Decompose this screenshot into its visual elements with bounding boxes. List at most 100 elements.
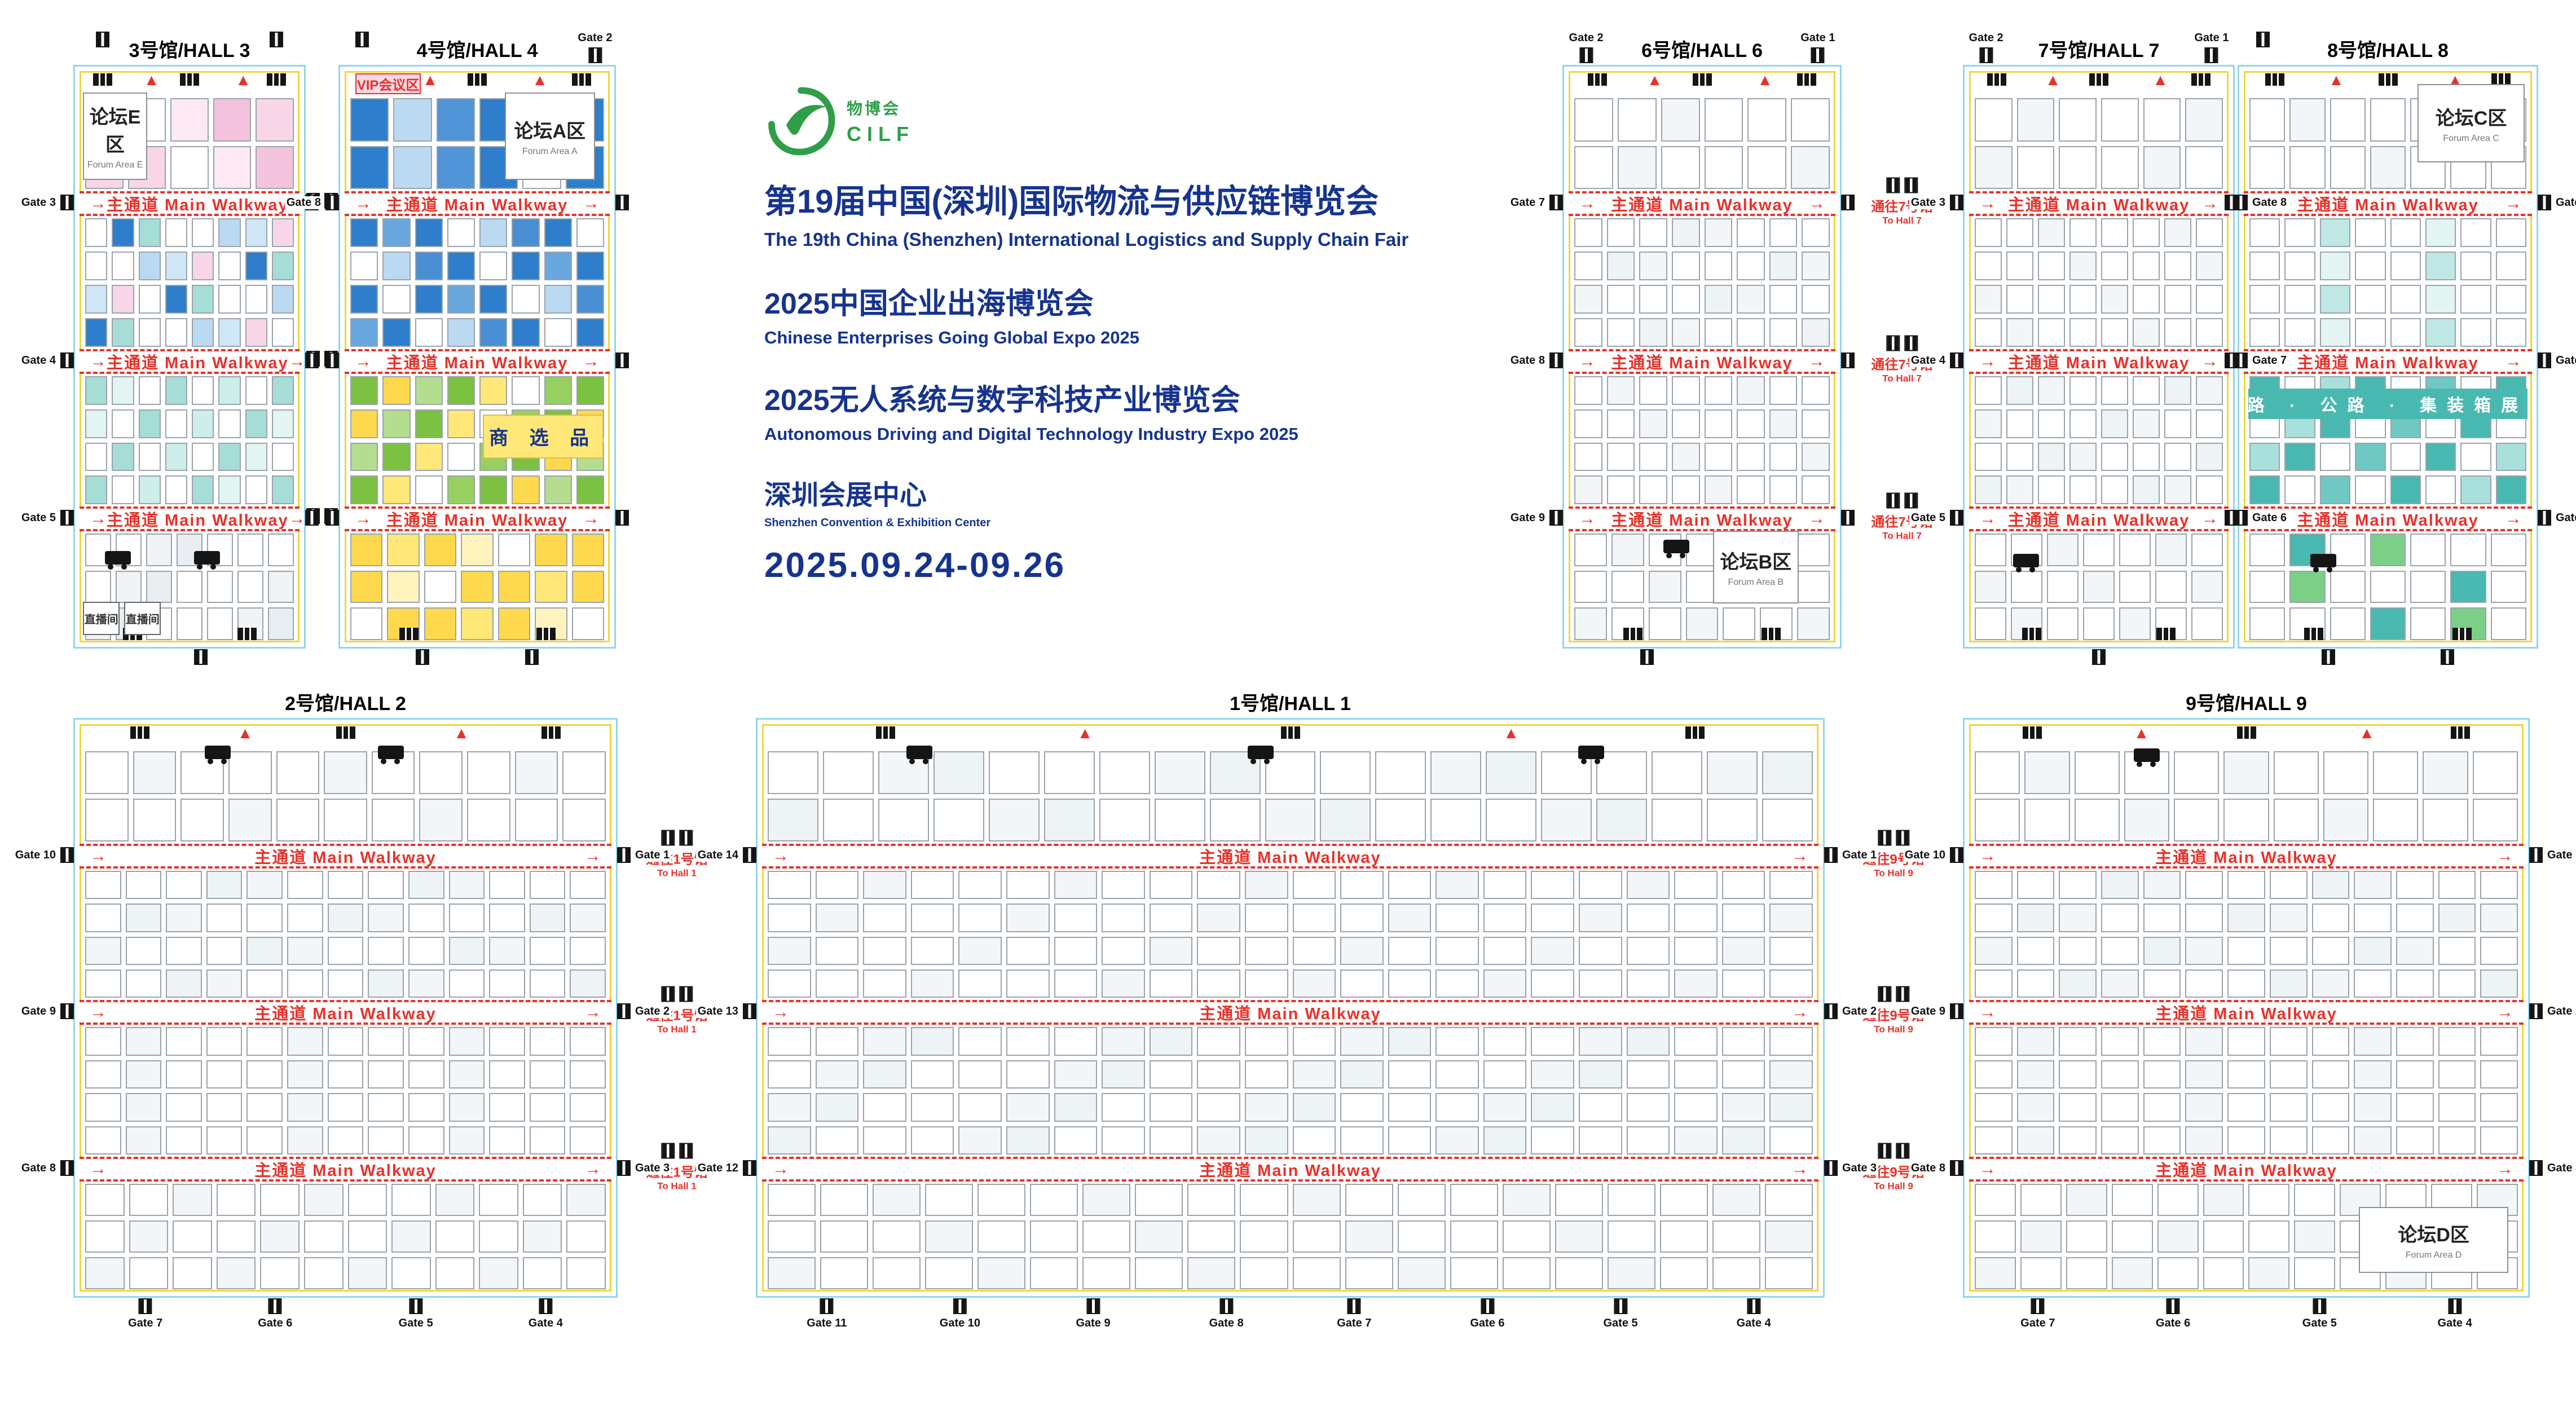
booth bbox=[2143, 1027, 2181, 1056]
walkway-arrow-icon: → bbox=[584, 1003, 601, 1021]
booth bbox=[1102, 1126, 1145, 1154]
booth bbox=[2311, 871, 2350, 900]
gate: Gate 4 bbox=[1734, 1298, 1773, 1330]
forum-label-en: Forum Area B bbox=[1728, 578, 1784, 587]
main-walkway: →主通道 Main Walkway→ bbox=[345, 191, 610, 216]
booth bbox=[1054, 969, 1098, 998]
booth bbox=[1082, 1257, 1131, 1289]
gate-label: Gate 8 bbox=[19, 1161, 58, 1175]
booth bbox=[2203, 1257, 2244, 1289]
gate: Gate 5 bbox=[19, 510, 74, 526]
booth bbox=[2101, 98, 2139, 142]
booth bbox=[1244, 1093, 1288, 1122]
booth bbox=[958, 1060, 1002, 1089]
booth bbox=[1292, 1257, 1341, 1289]
booth bbox=[1149, 1060, 1193, 1089]
gate-label: Gate 3 bbox=[19, 196, 58, 209]
gate-label: Gate 2 bbox=[1840, 1004, 1879, 1018]
booth bbox=[1099, 799, 1150, 841]
booth-section bbox=[1975, 98, 2223, 189]
booth bbox=[1611, 534, 1644, 566]
booth bbox=[2472, 751, 2518, 794]
booth bbox=[415, 442, 443, 471]
entrance-icon bbox=[2378, 73, 2398, 86]
booth bbox=[2480, 936, 2518, 965]
main-walkway: →主通道 Main Walkway→ bbox=[2244, 506, 2532, 531]
gate: Gate 4 bbox=[1909, 352, 1963, 368]
booth bbox=[1340, 1027, 1384, 1056]
booth bbox=[1054, 1126, 1098, 1154]
booth bbox=[2038, 376, 2065, 405]
booth bbox=[2155, 570, 2187, 603]
booth bbox=[245, 252, 267, 280]
exit-arrow-icon: ▲ bbox=[2328, 71, 2344, 89]
booth bbox=[218, 318, 241, 347]
gate-door-icon bbox=[1886, 177, 1900, 193]
connector-doors bbox=[1862, 1143, 1924, 1159]
booth bbox=[368, 1027, 404, 1056]
booth bbox=[415, 252, 443, 280]
booth bbox=[820, 1257, 869, 1289]
booth bbox=[256, 98, 294, 142]
booth bbox=[1639, 218, 1667, 247]
booth bbox=[165, 252, 187, 280]
booth bbox=[1975, 218, 2002, 247]
booth bbox=[1240, 1257, 1288, 1289]
booth bbox=[271, 318, 294, 347]
cilf-logo-text: 物博会 CILF bbox=[847, 96, 914, 146]
entrance-icon bbox=[2089, 73, 2108, 86]
booth bbox=[2354, 1060, 2392, 1089]
gate-label: Gate 6 bbox=[2154, 1317, 2192, 1330]
booth bbox=[529, 1093, 566, 1122]
booth bbox=[2450, 534, 2486, 566]
booth bbox=[2249, 442, 2280, 471]
booth bbox=[448, 904, 485, 932]
booth bbox=[324, 751, 367, 794]
gate: Gate 10 bbox=[937, 1298, 983, 1330]
booth bbox=[815, 1060, 859, 1089]
booth bbox=[2460, 442, 2491, 471]
main-walkway: →主通道 Main Walkway→ bbox=[1969, 844, 2524, 869]
walkway-arrow-icon: → bbox=[772, 1160, 789, 1178]
booth bbox=[1197, 1060, 1240, 1089]
walkway-arrow-icon: → bbox=[2496, 1003, 2513, 1021]
booth bbox=[1240, 1220, 1288, 1253]
gate: Gate 7 bbox=[2538, 195, 2576, 210]
connector-label-en: To Hall 7 bbox=[1882, 530, 1922, 541]
booth bbox=[1737, 285, 1765, 314]
gate-door-icon bbox=[617, 1160, 631, 1176]
entrance-icon bbox=[336, 726, 355, 739]
booth bbox=[1574, 98, 1613, 142]
gate-door-icon bbox=[1950, 352, 1963, 368]
exit-arrow-icon: ▲ bbox=[237, 724, 253, 742]
booth bbox=[2330, 98, 2366, 142]
booth bbox=[1397, 1220, 1446, 1253]
livestream-room: 直播间 bbox=[83, 601, 120, 636]
booth bbox=[1721, 1126, 1765, 1154]
forum-label-cn: 论坛C区 bbox=[2435, 107, 2507, 129]
booth bbox=[287, 904, 323, 932]
connector-doors bbox=[646, 986, 707, 1002]
booth bbox=[1769, 1027, 1813, 1056]
vehicle-icon bbox=[378, 745, 404, 764]
gate-label: Gate 7 bbox=[126, 1317, 165, 1330]
booth bbox=[2248, 1220, 2290, 1253]
booth bbox=[368, 936, 404, 965]
walkway-arrow-icon: → bbox=[90, 352, 107, 371]
booth bbox=[529, 1060, 566, 1089]
booth bbox=[218, 218, 241, 247]
booth bbox=[419, 799, 463, 841]
booth bbox=[246, 936, 283, 965]
walkway-arrow-icon: → bbox=[2201, 509, 2218, 528]
booth bbox=[2319, 318, 2351, 347]
booth bbox=[1704, 376, 1733, 405]
booth bbox=[2396, 1093, 2434, 1122]
booth bbox=[512, 475, 540, 504]
booth bbox=[1607, 1257, 1655, 1289]
booth bbox=[1626, 1093, 1670, 1122]
gate-door-icon bbox=[617, 1003, 631, 1019]
booth bbox=[436, 146, 475, 189]
gate-door-icon bbox=[60, 847, 74, 863]
hall-title: 6号馆/HALL 6 bbox=[1641, 40, 1763, 61]
booth bbox=[192, 442, 214, 471]
